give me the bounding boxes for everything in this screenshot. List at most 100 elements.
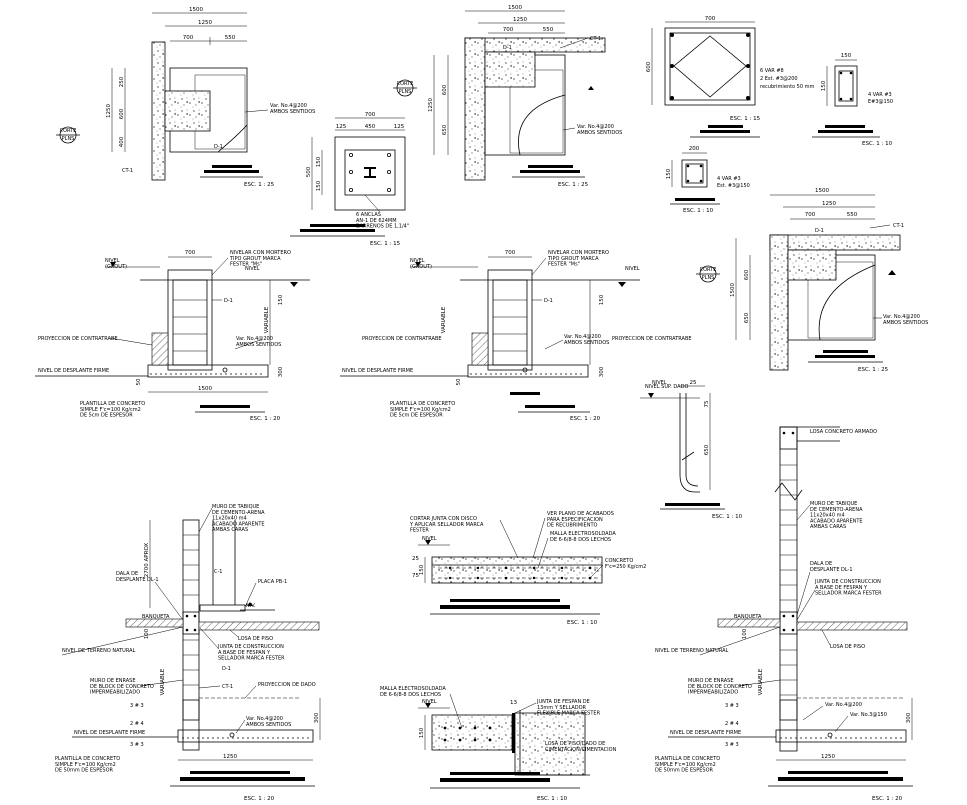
scale-bar-top-left: ESC. 1 : 25 <box>200 165 275 188</box>
dim-1250-right: 1250 <box>821 754 835 760</box>
desplante-left: NIVEL DE DESPLANTE FIRME <box>38 368 109 374</box>
scale-label-joint: ESC. 1 : 10 <box>537 796 568 802</box>
wall-section-bottom-right: LOSA CONCRETO ARMADO BANQUETA LOSA DE PI… <box>655 426 913 802</box>
right-dim-550: 550 <box>847 212 858 218</box>
svg-text:CORTE: CORTE <box>60 128 77 134</box>
c1-label: C-1 <box>214 569 222 575</box>
right-dim-700: 700 <box>805 212 816 218</box>
losa-right: LOSA CONCRETO ARMADO <box>810 429 877 435</box>
column-pedestal <box>164 90 211 132</box>
right-dim-650: 650 <box>744 312 750 323</box>
desplante-bottom-left: NIVEL DE DESPLANTE FIRME <box>74 730 145 736</box>
losa-piso-right: LOSA DE PISO <box>830 644 865 650</box>
fs-mid-dim-50: 50 <box>456 378 462 385</box>
placa-label: PLACA PB-1 <box>258 579 287 585</box>
dim-250: 250 <box>119 76 125 87</box>
section-marker-mid: CORTE PLNS <box>393 79 417 97</box>
scale-label-fs-mid: ESC. 1 : 20 <box>570 416 601 422</box>
mid-dim-600: 600 <box>442 84 448 95</box>
dim-550: 550 <box>225 35 236 41</box>
dim-1250: 1250 <box>198 20 212 26</box>
scale-label-bottom-left: ESC. 1 : 20 <box>244 796 275 802</box>
right-dim-600: 600 <box>744 269 750 280</box>
svg-text:PLNS: PLNS <box>702 275 715 281</box>
small-note-2: E#3@150 <box>868 99 893 105</box>
banqueta-left: BANQUETA <box>142 614 170 620</box>
dala-beam <box>182 611 200 635</box>
slab-dim-75: 75 <box>412 573 419 579</box>
plate-dim-500: 500 <box>306 166 312 177</box>
scale-bar-joint: ESC. 1 : 10 <box>430 772 580 802</box>
varilla-2-right: 2 # 4 <box>725 721 739 727</box>
rebar1-right: Var. No.4@200 <box>825 702 862 708</box>
column-section-small: 150 150 4 VAR #3 E#3@150 ESC. 1 : 10 <box>812 53 893 147</box>
dim-100-left: 100 <box>144 628 150 639</box>
slab-nivel: NIVEL <box>422 536 437 542</box>
mid-dim-1250: 1250 <box>513 17 527 23</box>
variable-bottom-left: VARIABLE <box>160 668 166 695</box>
anchor-bolt-detail: NIVEL SUP. DADO NIVEL 25 75 650 ESC. 1 :… <box>640 380 743 520</box>
banqueta-right: BANQUETA <box>734 614 762 620</box>
right-ct1-label: CT-1 <box>893 223 904 229</box>
mid-dim-1500: 1500 <box>508 5 522 11</box>
plate-dim-150a: 150 <box>316 156 322 167</box>
bolt-dim-75: 75 <box>704 400 710 407</box>
scale-label-col-large: ESC. 1 : 15 <box>730 116 761 122</box>
section-marker-corte: CORTE PLNS <box>56 126 80 144</box>
scale-bar-right: ESC. 1 : 25 <box>808 350 889 373</box>
scale-bar-col-small: ESC. 1 : 10 <box>812 125 893 147</box>
wall-strip-horizontal <box>464 37 606 53</box>
scale-label-anchor: ESC. 1 : 15 <box>370 241 401 247</box>
svg-text:NIVEL: NIVEL <box>652 380 667 386</box>
varilla-2-left: 2 # 4 <box>130 721 144 727</box>
slab-dim-25: 25 <box>412 556 419 562</box>
svg-text:600: 600 <box>646 61 652 72</box>
plate-dim-700: 700 <box>365 112 376 118</box>
nivel-grout-left: NIVEL(GROUT) <box>105 258 127 270</box>
variable-mid: VARIABLE <box>441 306 447 333</box>
slab-body <box>431 556 603 584</box>
dado-left: PROYECCION DE DADO <box>258 682 316 688</box>
section-marker-right: CORTE PLNS <box>696 265 720 283</box>
plate-dim-150b: 150 <box>316 180 322 191</box>
scale-bar-anchor: ESC. 1 : 15 <box>290 224 401 247</box>
ct1-label: CT-1 <box>122 168 133 174</box>
varilla-3-right: 3 # 3 <box>725 742 739 748</box>
mid-dim-1250-v: 1250 <box>428 98 434 112</box>
small-dim-w: 150 <box>841 53 852 59</box>
fs-dim-1500-left: 1500 <box>198 386 212 392</box>
wall-strip <box>151 41 166 181</box>
wall-section-bottom-left: C-1 PLACA PB-1 NIV. BANQUETA LOSA DE PIS… <box>55 504 321 802</box>
variable-left: VARIABLE <box>264 306 270 333</box>
scale-label-right: ESC. 1 : 25 <box>858 367 889 373</box>
variable-right: VARIABLE <box>758 668 764 695</box>
dim-700: 700 <box>183 35 194 41</box>
fs-dim-700: 700 <box>185 250 196 256</box>
contratrabe-left: PROYECCION DE CONTRATRABE <box>38 336 118 342</box>
d1-label: D-1 <box>214 144 223 150</box>
scale-bar-fs-mid: ESC. 1 : 20 <box>518 405 601 422</box>
tiny-note-1: 4 VAR #3 <box>717 176 741 182</box>
bolt-dim-650: 650 <box>704 444 710 455</box>
scale-label-slab: ESC. 1 : 10 <box>567 620 598 626</box>
dim-600: 600 <box>119 108 125 119</box>
mid-ct1-label: CT-1 <box>590 36 601 42</box>
